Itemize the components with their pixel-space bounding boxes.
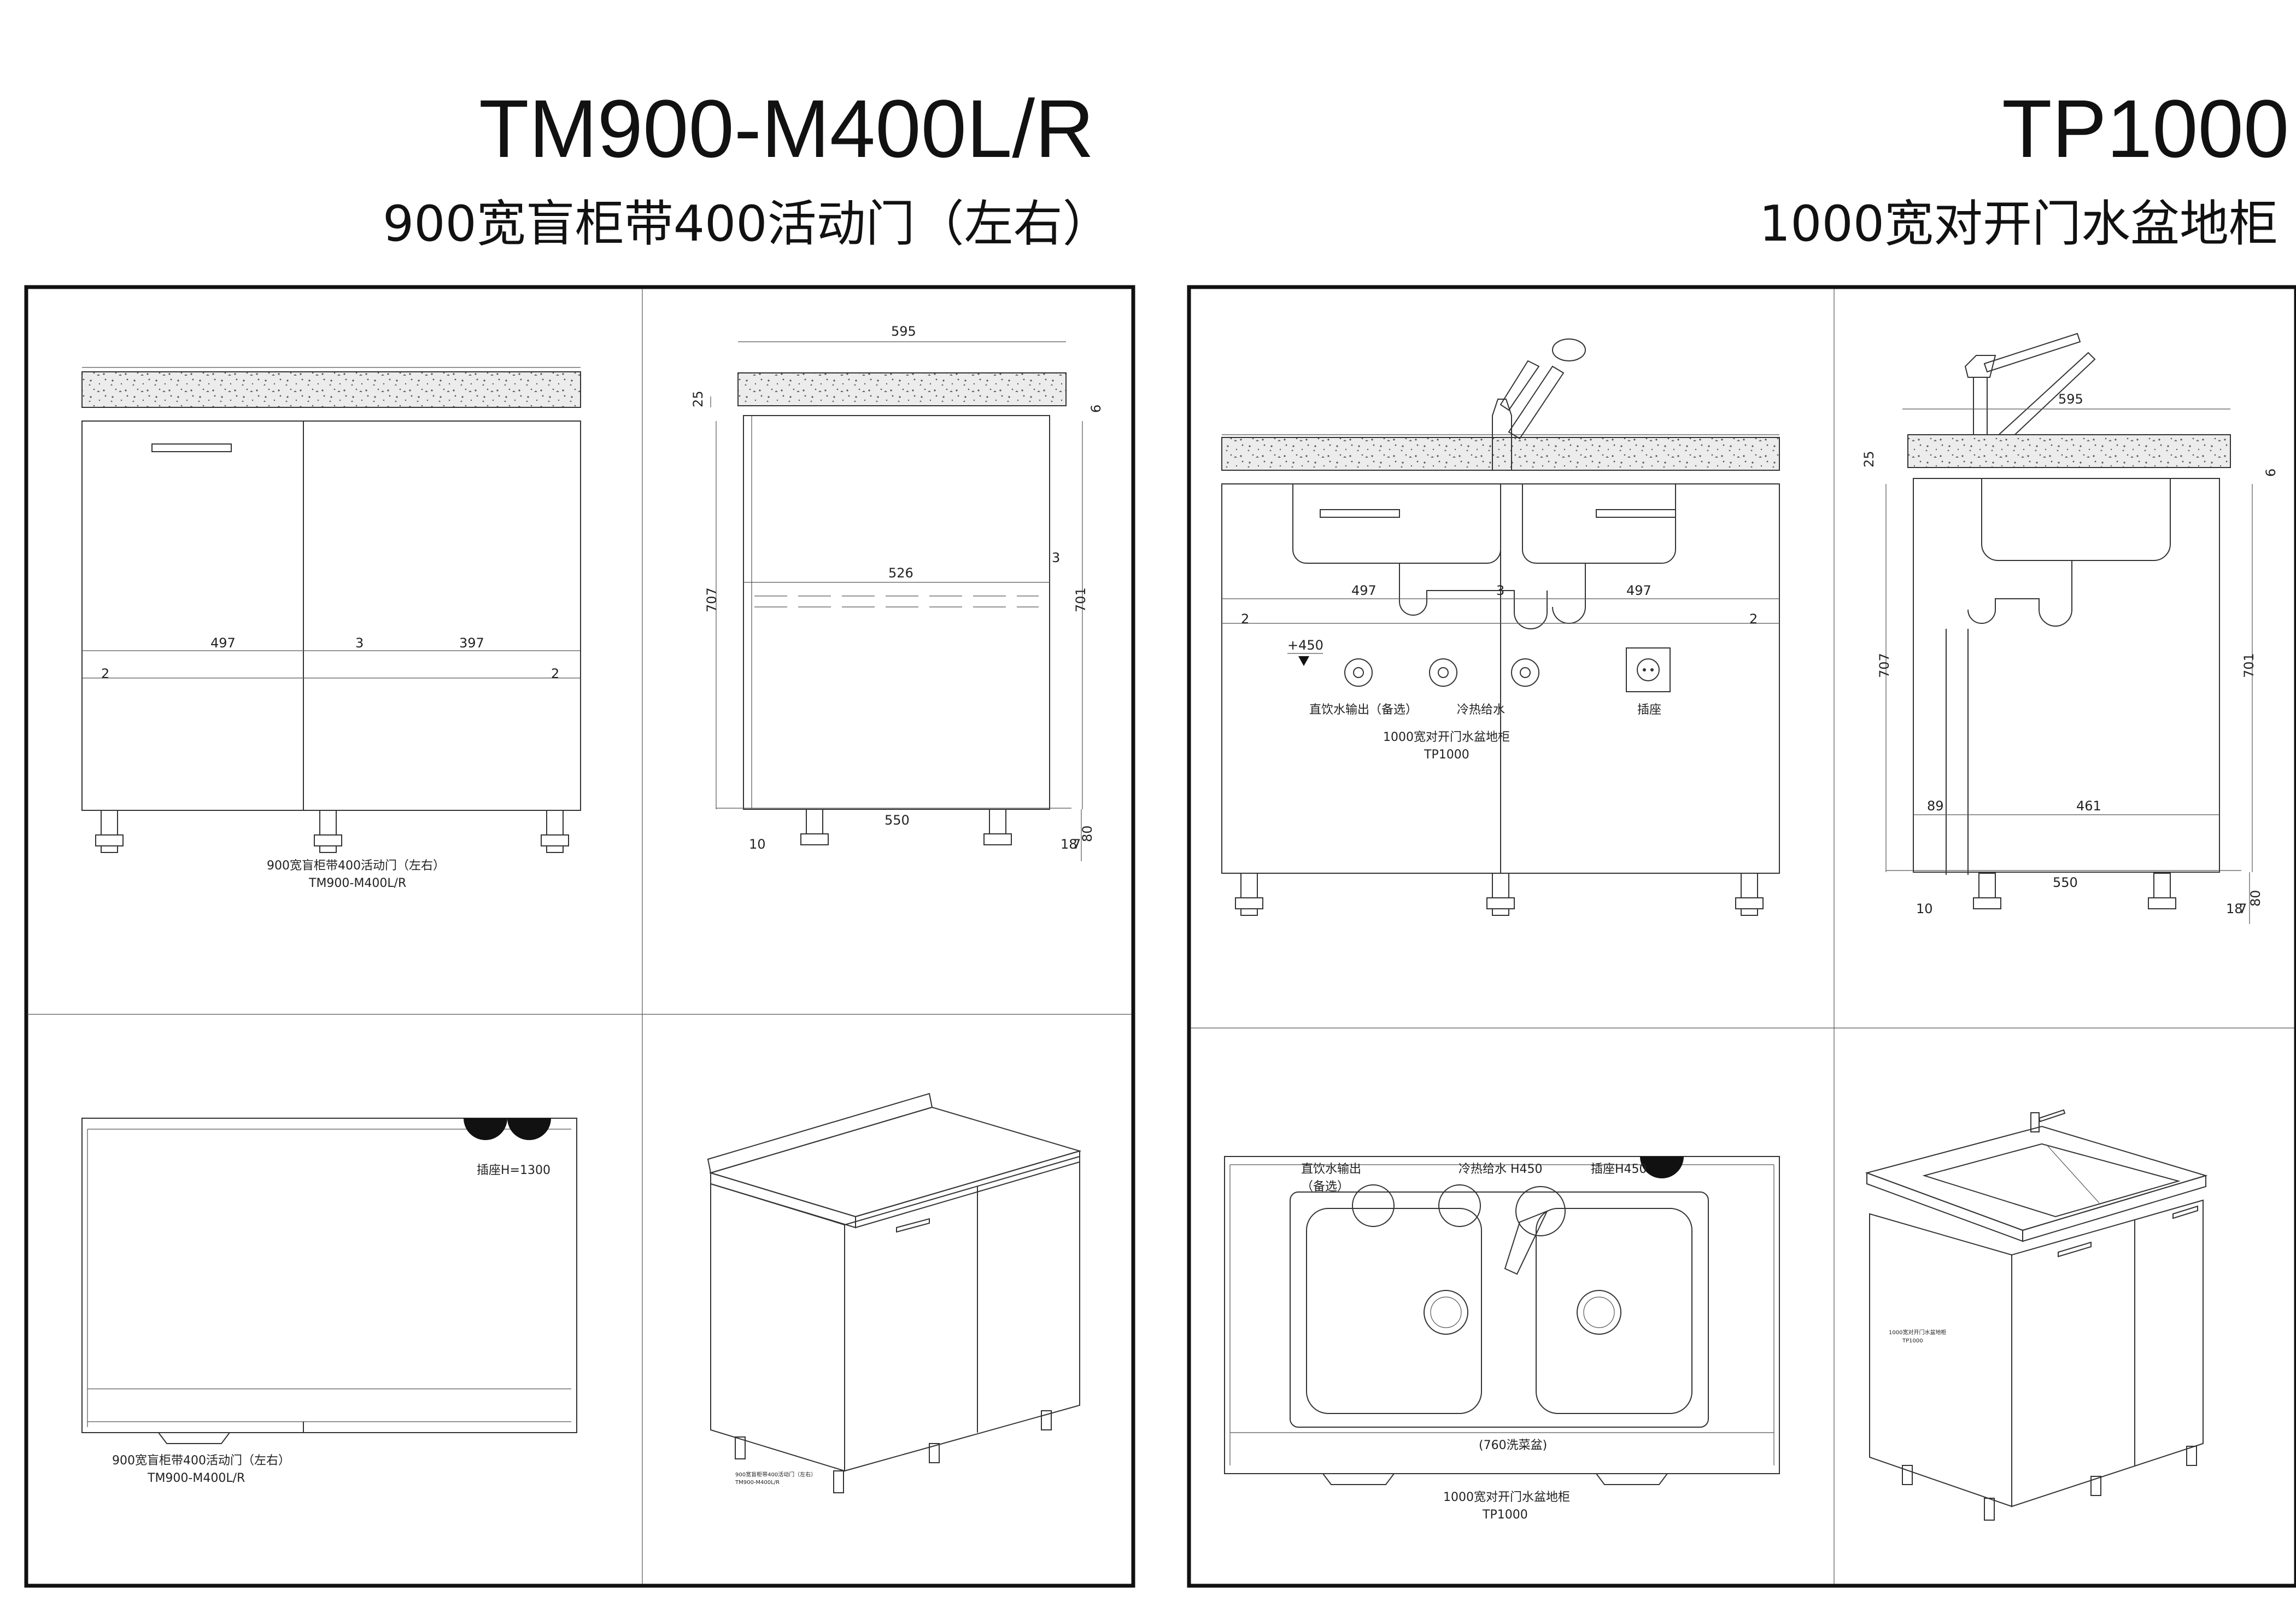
right-side-dim-h-left: 707 — [1877, 653, 1892, 678]
right-isometric-view: 1000宽对开门水盆地柜 TP1000 — [1865, 1109, 2208, 1521]
left-isometric-view: 900宽盲柜带400活动门（左右） TM900-M400L/R — [707, 1093, 1082, 1493]
right-front-elevation: 497 3 497 2 2 +450 直饮水输出（备选） 冷热给水 插座 100… — [1221, 338, 1780, 916]
right-side-dim-leg-7: 7 — [2239, 901, 2247, 916]
left-side-dim-h-right: 701 — [1073, 587, 1088, 612]
left-front-edge-right: 2 — [551, 666, 559, 681]
right-side-dim-leg-18: 18 — [2226, 901, 2243, 916]
right-sheet-frame — [1187, 285, 2296, 1588]
right-front-caption-2: TP1000 — [1424, 748, 1469, 762]
left-front-dim-left: 497 — [210, 635, 236, 651]
left-side-dim-bottom: 550 — [885, 813, 910, 828]
right-front-level: +450 — [1287, 638, 1323, 653]
right-side-dim-leg: 80 — [2248, 890, 2263, 907]
right-front-edge-left: 2 — [1241, 611, 1249, 627]
right-front-dim-gap: 3 — [1496, 583, 1504, 598]
left-side-dim-leg-18: 18 — [1061, 837, 1077, 852]
left-front-dim-right: 397 — [459, 635, 484, 651]
left-side-dim-inner-gap: 3 — [1052, 550, 1060, 565]
left-front-caption-1: 900宽盲柜带400活动门（左右） — [267, 859, 445, 873]
left-front-caption-2: TM900-M400L/R — [308, 877, 406, 890]
left-front-feet — [95, 810, 569, 853]
left-front-dim-gap: 3 — [355, 635, 364, 651]
left-sheet-frame — [24, 285, 1135, 1588]
right-side-dim-h-right: 701 — [2241, 653, 2257, 678]
right-side-dim-thickness: 25 — [1861, 451, 1877, 468]
right-plan-caption-2: TP1000 — [1482, 1508, 1528, 1522]
right-plan-label-direct-water-2: （备选） — [1301, 1180, 1349, 1194]
right-front-label-hot-cold: 冷热给水 — [1457, 703, 1505, 717]
right-side-dim-offset: 10 — [1916, 901, 1933, 916]
left-plan-view: 插座H=1300 900宽盲柜带400活动门（左右） TM900-M400L/R — [81, 1118, 577, 1485]
right-model-title: TP1000 — [2002, 83, 2289, 174]
left-plan-socket-label: 插座H=1300 — [477, 1164, 550, 1177]
left-front-elevation: 497 3 397 2 2 900宽盲柜带400活动门（左右） TM900-M4… — [81, 367, 581, 890]
right-side-dim-inner: 461 — [2076, 798, 2101, 814]
right-plan-label-direct-water-1: 直饮水输出 — [1301, 1162, 1361, 1176]
right-side-dim-bottom: 550 — [2053, 875, 2078, 890]
right-side-section: 595 25 6 707 701 89 461 550 10 18 7 80 — [1861, 332, 2279, 924]
left-side-dim-inner: 526 — [888, 565, 913, 581]
right-plan-label-sink: (760洗菜盆) — [1479, 1439, 1547, 1452]
left-side-dim-gap: 6 — [1088, 405, 1104, 413]
left-model-title: TM900-M400L/R — [479, 83, 1094, 174]
left-side-dim-top: 595 — [891, 324, 916, 339]
right-front-dim-left: 497 — [1351, 583, 1377, 598]
right-side-dim-top: 595 — [2058, 392, 2083, 407]
left-side-dim-offset: 10 — [749, 837, 766, 852]
left-plan-caption-2: TM900-M400L/R — [147, 1471, 245, 1485]
right-model-description: 1000宽对开门水盆地柜 — [1759, 195, 2279, 253]
left-plan-caption-1: 900宽盲柜带400活动门（左右） — [112, 1454, 290, 1468]
right-front-label-direct-water: 直饮水输出（备选） — [1309, 703, 1418, 717]
left-iso-caption-2: TM900-M400L/R — [735, 1480, 780, 1486]
right-side-dim-gap: 6 — [2263, 469, 2279, 477]
left-side-dim-thickness: 25 — [690, 390, 706, 407]
right-iso-caption-1: 1000宽对开门水盆地柜 — [1889, 1329, 1946, 1336]
left-front-edge-left: 2 — [101, 666, 109, 681]
left-iso-caption-1: 900宽盲柜带400活动门（左右） — [735, 1471, 816, 1478]
right-plan-label-socket: 插座H450 — [1591, 1162, 1647, 1176]
right-front-caption-1: 1000宽对开门水盆地柜 — [1383, 731, 1510, 744]
left-side-dim-h-left: 707 — [704, 587, 719, 612]
right-side-dim-left-offset: 89 — [1927, 798, 1944, 814]
right-front-dim-right: 497 — [1626, 583, 1651, 598]
right-front-edge-right: 2 — [1749, 611, 1758, 627]
left-side-section: 595 25 6 526 3 707 701 550 10 18 7 80 — [690, 324, 1104, 861]
right-plan-view: 直饮水输出 （备选） 冷热给水 H450 插座H450 (760洗菜盆) 100… — [1224, 1156, 1780, 1522]
right-front-label-socket: 插座 — [1637, 703, 1661, 717]
left-side-dim-leg: 80 — [1080, 825, 1095, 842]
right-plan-caption-1: 1000宽对开门水盆地柜 — [1443, 1491, 1570, 1504]
left-model-description: 900宽盲柜带400活动门（左右） — [383, 195, 1112, 253]
left-side-dim-leg-7: 7 — [1073, 837, 1081, 852]
right-plan-label-hot-cold: 冷热给水 H450 — [1459, 1162, 1543, 1176]
right-iso-caption-2: TP1000 — [1902, 1338, 1923, 1344]
